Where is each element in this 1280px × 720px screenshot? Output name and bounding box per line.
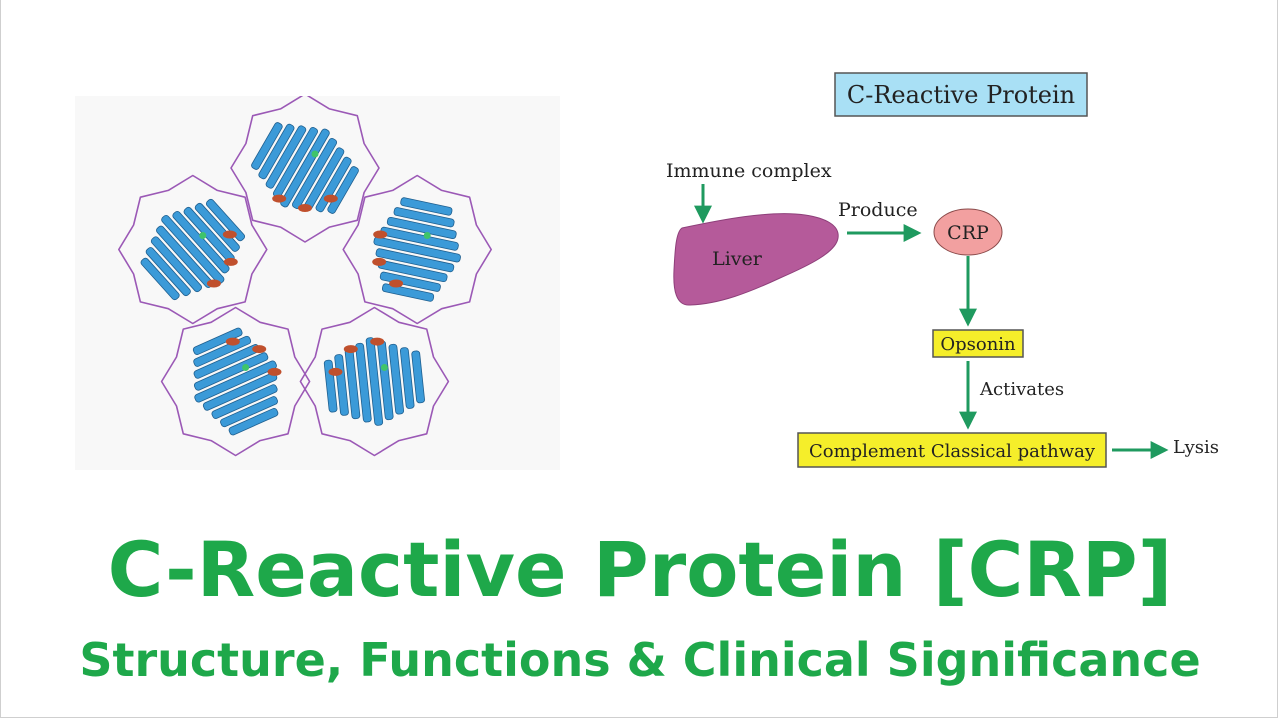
opsonin-box — [932, 329, 1024, 358]
lysis-label: Lysis — [1173, 437, 1219, 458]
crp-subunit — [160, 306, 311, 457]
main-title: C-Reactive Protein [CRP] — [107, 525, 1173, 614]
activates-label: Activates — [979, 379, 1064, 400]
crp-subunit — [342, 174, 492, 325]
crp-pentamer-svg — [118, 96, 492, 457]
crp-label: CRP — [947, 222, 989, 244]
opsonin-label: Opsonin — [940, 334, 1016, 355]
title-box — [834, 72, 1088, 117]
crp-subunit — [230, 96, 380, 243]
immune-complex-label: Immune complex — [666, 160, 832, 182]
crp-node — [933, 208, 1003, 256]
crp-subunit — [299, 306, 450, 457]
liver-shape — [673, 213, 839, 306]
produce-label: Produce — [838, 199, 918, 221]
complement-label: Complement Classical pathway — [809, 441, 1096, 462]
crp-pathway-diagram: C-Reactive Protein Immune complex Liver … — [666, 72, 1219, 468]
title-box-label: C-Reactive Protein — [847, 81, 1075, 109]
complement-box — [797, 432, 1107, 468]
crp-pentamer-structure-image — [75, 96, 560, 470]
subtitle: Structure, Functions & Clinical Signific… — [79, 633, 1201, 687]
liver-label: Liver — [712, 248, 763, 270]
crp-subunit — [118, 174, 268, 325]
